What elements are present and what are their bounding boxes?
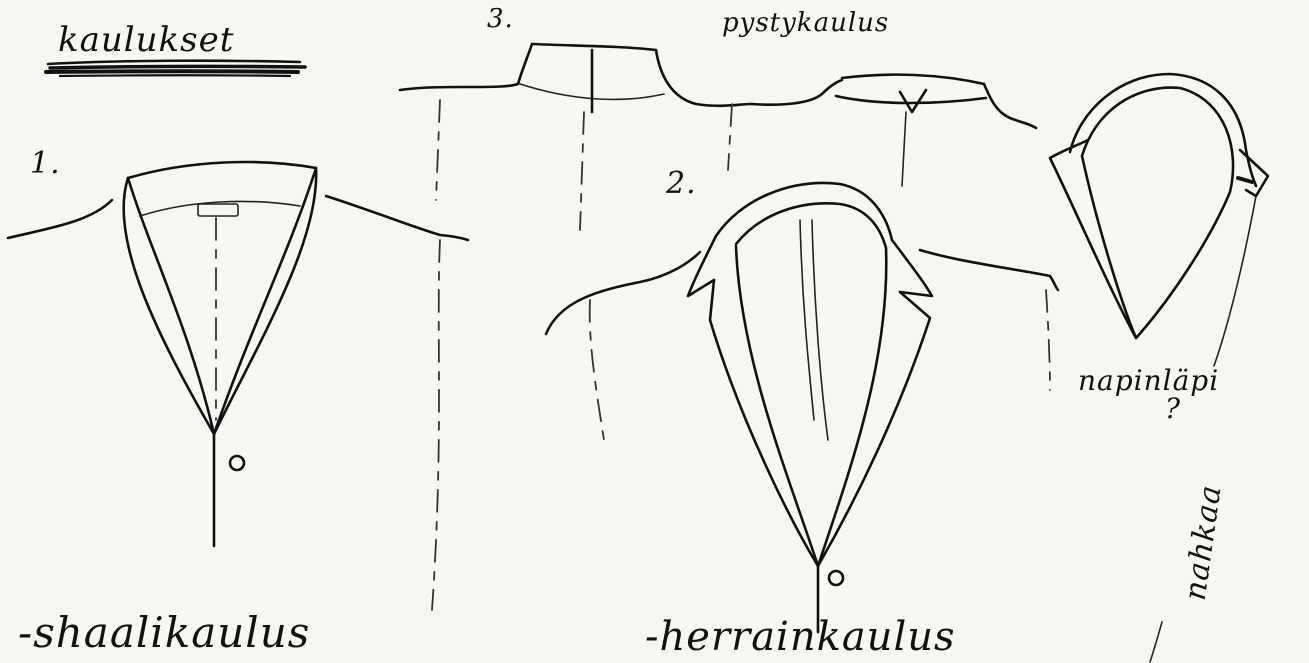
buttonhole-label: napinläpi [1078,364,1219,397]
detail-outer-loop [1070,74,1256,186]
figure-number-two: 2. [666,166,697,201]
second-view-collar-top [842,75,984,84]
detail-drop-line [1214,196,1256,366]
second-view-shoulder-left [752,80,842,105]
stand-collar-right-side [656,50,752,106]
title-underline [46,61,305,76]
stand-seam-dash [728,104,732,170]
stand-collar-label: pystykaulus [722,8,889,38]
gentlemans-collar-figure [546,183,1058,632]
detail-inner-loop [1082,88,1233,338]
herrain-collar-point-right [892,240,932,296]
stand-collar-left-shoulder [400,44,532,90]
shawl-collar-label: -shaalikaulus [18,608,310,657]
stand-left-dash [436,100,440,200]
stand-collar-figure [400,44,1036,230]
herrain-button [829,571,843,585]
herrain-lapel-right-outer [818,292,930,566]
page-title: kaulukset [58,20,234,60]
stand-center-dash [580,112,584,230]
gentlemans-collar-label: -herrainkaulus [645,614,956,660]
herrain-left-dash [590,300,604,440]
herrain-collar-band-inner [736,203,886,248]
second-view-collar-base [836,96,986,103]
side-seam [432,240,440,610]
shawl-collar-figure [8,162,468,610]
herrain-center-fold [800,220,814,420]
detail-left-edge [1050,140,1136,338]
herrain-collar-point-left [688,236,716,296]
second-view-notch [900,90,926,112]
figure-number-one: 1. [30,146,61,181]
herrain-collar-band-outer [716,183,892,240]
lapel-right-inner [214,168,316,434]
herrain-lapel-left-outer [710,280,818,566]
herrain-shoulder-left [546,252,700,334]
herrain-lapel-right-inner [818,248,886,566]
detail-right-tab [1240,150,1268,196]
detail-lower-line [1150,622,1162,662]
neckline-back [128,162,316,178]
shoulder-line-left [8,200,112,238]
stand-collar-top [532,44,656,50]
question-mark: ? [1165,392,1181,425]
herrain-center-line [812,220,828,440]
label-tab [198,204,238,216]
second-view-shoulder-right [984,84,1036,128]
figure-number-three: 3. [487,4,514,34]
herrain-right-dash [1046,290,1050,390]
button [230,456,244,470]
detail-buttonhole [1238,178,1252,182]
second-view-center [902,112,906,186]
herrain-shoulder-right [920,250,1058,290]
herrain-lapel-left-inner [736,246,818,566]
shoulder-line-right [326,196,468,240]
